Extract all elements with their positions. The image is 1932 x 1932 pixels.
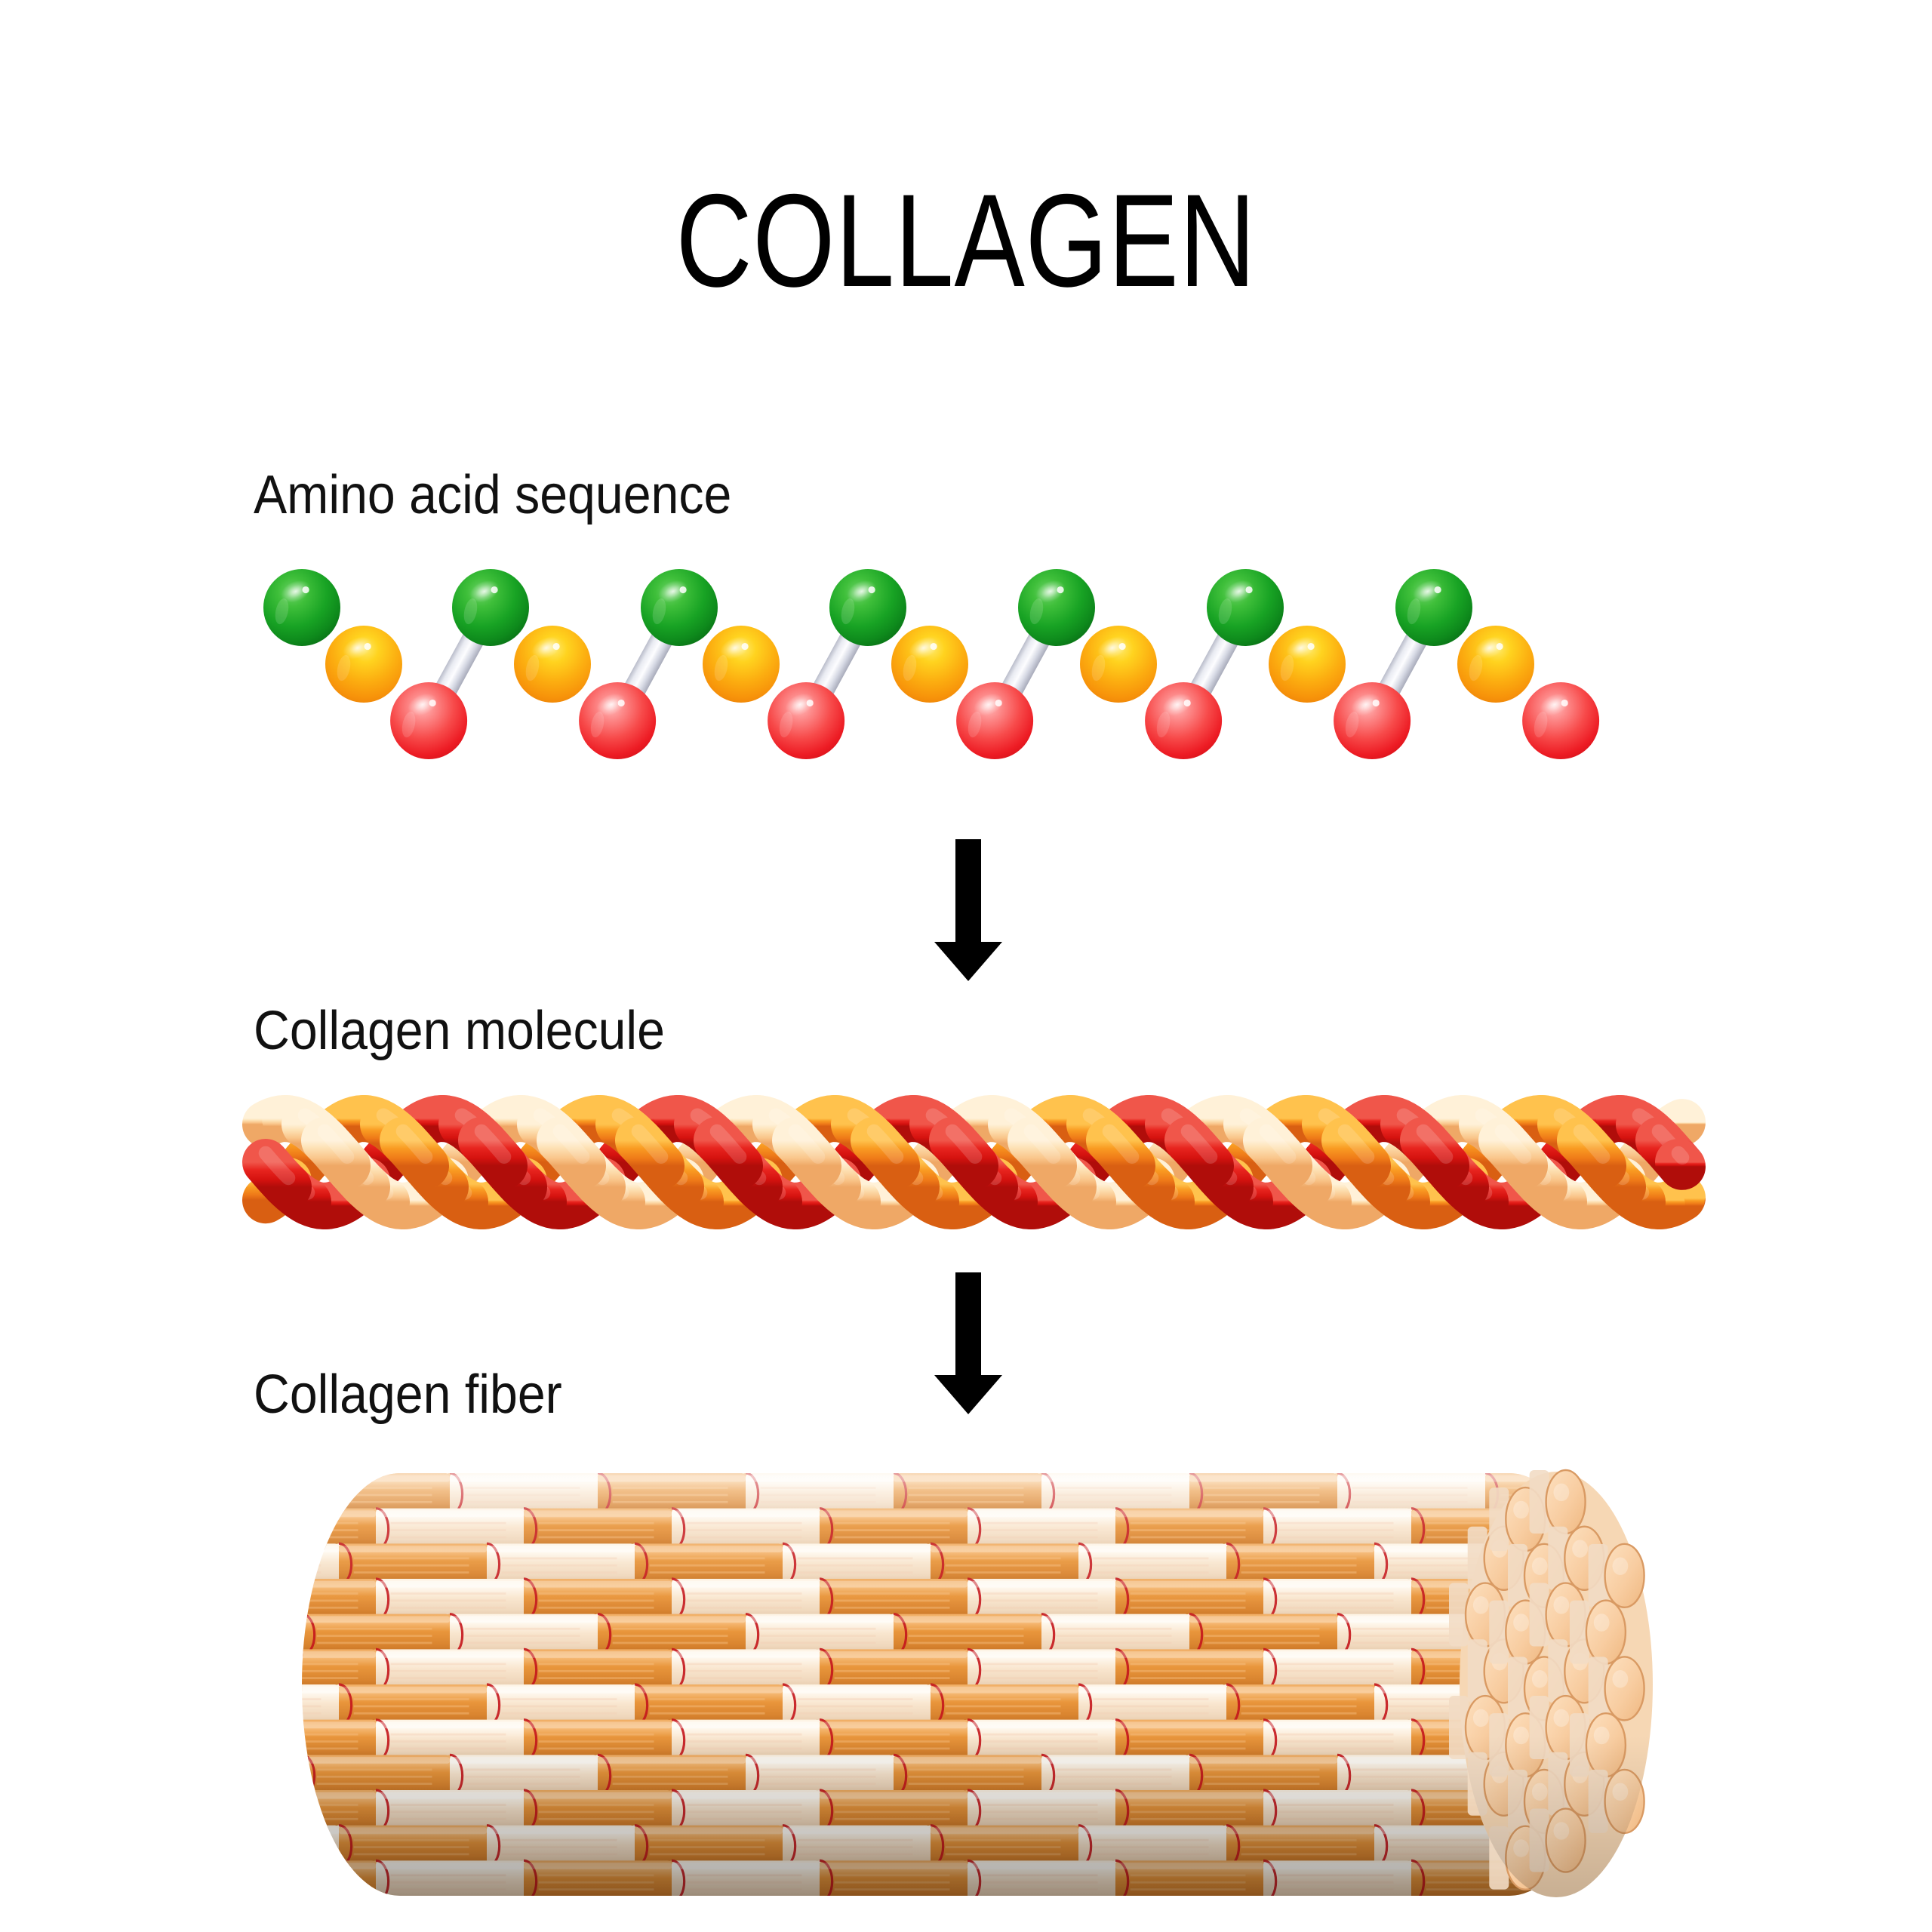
residue-sphere-red — [1145, 682, 1223, 759]
residue-sphere-green — [641, 569, 718, 646]
down-arrow-icon — [934, 1272, 1002, 1414]
helix-strand-orange — [1086, 1117, 1155, 1189]
fibril-segment — [1633, 1473, 1794, 1515]
residue-sphere-yellow — [1269, 626, 1346, 703]
helix-strand-cream — [1008, 1117, 1077, 1189]
residue-sphere-red — [1522, 682, 1600, 759]
residue-sphere-yellow — [891, 626, 968, 703]
residue-sphere-red — [768, 682, 845, 759]
residue-sphere-yellow — [1080, 626, 1157, 703]
fibril-segment — [1633, 1755, 1794, 1796]
helix-strand-red — [1655, 1139, 1706, 1190]
residue-sphere-red — [956, 682, 1034, 759]
helix-strand-cream — [772, 1117, 841, 1189]
helix-strand-red — [929, 1117, 998, 1189]
fibril-segment — [302, 1825, 352, 1867]
helix-strand-orange — [615, 1117, 685, 1189]
section-label-collagen-molecule: Collagen molecule — [254, 1001, 665, 1061]
helix-strand-red — [1400, 1117, 1469, 1189]
residue-sphere-green — [263, 569, 340, 646]
fibril-segment — [302, 1473, 315, 1515]
helix-strand-orange — [1557, 1117, 1626, 1189]
fibril-segment — [1633, 1614, 1794, 1656]
residue-sphere-green — [1207, 569, 1284, 646]
residue-sphere-yellow — [703, 626, 780, 703]
residue-sphere-green — [1395, 569, 1472, 646]
helix-strand-red — [242, 1139, 312, 1211]
fibril-segment — [1707, 1720, 1868, 1761]
residue-sphere-red — [390, 682, 468, 759]
helix-strand-orange — [1321, 1117, 1391, 1189]
fiber-cross-section — [1449, 1469, 1653, 1897]
helix-strand-red — [458, 1117, 528, 1189]
helix-strand-cream — [537, 1117, 606, 1189]
fibril-segment — [302, 1614, 315, 1656]
fibril-segment — [1707, 1649, 1868, 1690]
residue-sphere-green — [829, 569, 906, 646]
fibril-segment — [1707, 1509, 1868, 1550]
fibril-segment — [1670, 1543, 1831, 1585]
fibril-segment — [1670, 1684, 1831, 1726]
down-arrow-icon — [934, 839, 1002, 981]
residue-sphere-green — [1018, 569, 1095, 646]
fibril-segment — [1707, 1579, 1868, 1620]
helix-strand-cream — [1243, 1117, 1312, 1189]
page-title: COLLAGEN — [675, 168, 1257, 315]
helix-strand-cream — [1478, 1117, 1548, 1189]
residue-sphere-yellow — [514, 626, 591, 703]
helix-strand-orange — [380, 1117, 449, 1189]
helix-strand-cream — [301, 1117, 371, 1189]
helix-strand-orange — [851, 1117, 920, 1189]
helix-strand-red — [694, 1117, 763, 1189]
section-label-collagen-fiber: Collagen fiber — [254, 1364, 562, 1425]
residue-sphere-red — [579, 682, 657, 759]
helix-strand-cream — [1655, 1099, 1706, 1148]
helix-strand-red — [1164, 1117, 1234, 1189]
fibril-segment — [1670, 1826, 1831, 1867]
fibril-segment — [302, 1755, 315, 1797]
section-label-amino-acid-sequence: Amino acid sequence — [254, 465, 732, 525]
residue-sphere-yellow — [325, 626, 402, 703]
residue-sphere-yellow — [1457, 626, 1534, 703]
fibril-segment — [1707, 1860, 1868, 1902]
residue-sphere-green — [452, 569, 529, 646]
fibril-segment — [1707, 1790, 1868, 1832]
residue-sphere-red — [1334, 682, 1411, 759]
